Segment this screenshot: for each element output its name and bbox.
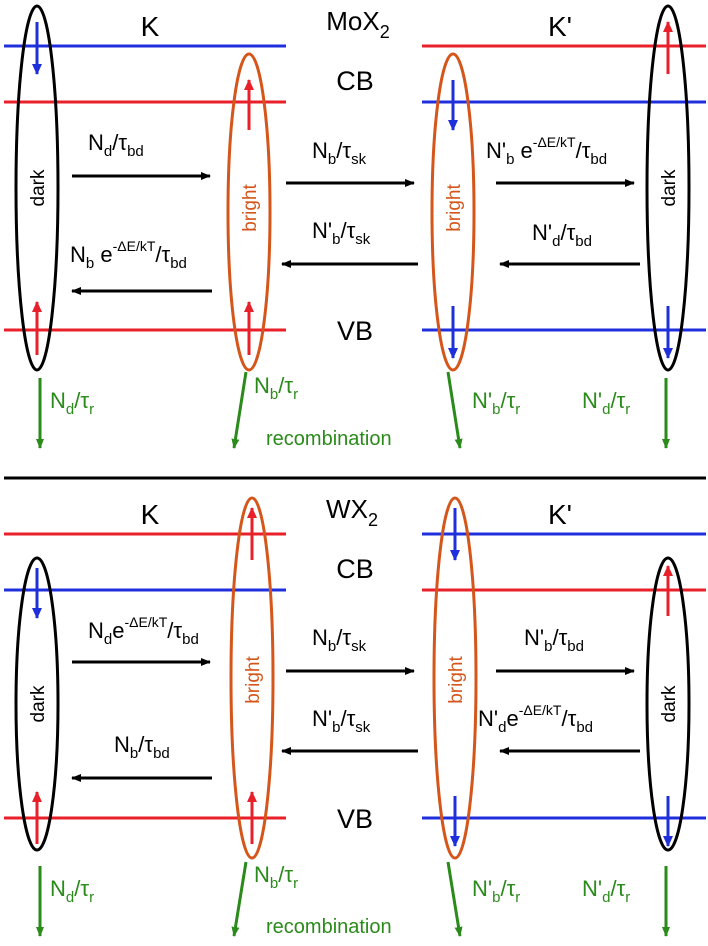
material-label: WX2 <box>326 494 378 530</box>
rate-label-k-to-kp: Nb/τsk <box>312 625 367 655</box>
bright-exciton-k-ellipse <box>229 496 275 860</box>
vb-label: VB <box>337 316 373 346</box>
dark-label: dark <box>28 169 49 206</box>
valley-label-k: K <box>141 11 160 42</box>
bright-label: bright <box>446 656 467 704</box>
rate-label-kp-to-k: N'b/τsk <box>312 218 371 248</box>
panel-mox2: K MoX2 K' CB VB dark bright bright dark … <box>4 4 706 450</box>
dark-exciton-kp-ellipse <box>645 556 691 852</box>
rate-label-k-to-kp: Nb/τsk <box>312 138 367 168</box>
bright-exciton-k-ellipse <box>226 52 272 372</box>
rate-label-kp-to-k: N'b/τsk <box>312 706 371 736</box>
dark-label: dark <box>28 685 49 722</box>
dark-label: dark <box>659 169 680 206</box>
dark-exciton-k-ellipse <box>14 4 60 372</box>
bright-exciton-kp-ellipse <box>432 496 478 860</box>
valley-label-kp: K' <box>548 11 572 42</box>
recombination-rate-label: N'd/τr <box>582 876 630 906</box>
recombination-rate-label: Nb/τr <box>254 862 298 892</box>
bright-exciton-kp-ellipse <box>430 52 476 372</box>
rate-label-bright-to-dark-kp: N'b e-ΔE/kT/τbd <box>486 134 607 168</box>
recombination-arrow <box>231 861 248 937</box>
cb-label: CB <box>336 66 374 96</box>
bright-label: bright <box>444 184 465 232</box>
vb-label: VB <box>337 804 373 834</box>
rate-label-dark-to-bright-kp: N'd/τbd <box>532 220 592 250</box>
recombination-arrow <box>446 371 463 449</box>
panel-wx2: K WX2 K' CB VB dark bright bright dark N… <box>4 494 706 938</box>
recombination-rate-label: Nb/τr <box>254 373 298 403</box>
rate-label-bright-to-dark-kp: N'b/τbd <box>524 625 584 655</box>
bright-label: bright <box>243 656 264 704</box>
valley-label-kp: K' <box>548 499 572 530</box>
rate-label-dark-to-bright-kp: N'de-ΔE/kT/τbd <box>478 702 593 736</box>
cb-label: CB <box>336 554 374 584</box>
rate-label-dark-to-bright-k: Nd/τbd <box>88 130 144 160</box>
dark-exciton-kp-ellipse <box>645 4 691 372</box>
rate-label-bright-to-dark-k: Nb/τbd <box>114 732 170 762</box>
recombination-rate-label: Nd/τr <box>50 876 94 906</box>
recombination-rate-label: N'd/τr <box>582 388 630 418</box>
recombination-rate-label: N'b/τr <box>472 876 520 906</box>
recombination-arrow <box>231 371 248 449</box>
rate-label-bright-to-dark-k: Nb e-ΔE/kT/τbd <box>70 238 187 272</box>
recombination-arrow <box>446 861 463 937</box>
recombination-rate-label: N'b/τr <box>472 388 520 418</box>
recombination-label: recombination <box>266 916 392 938</box>
bright-label: bright <box>240 184 261 232</box>
dark-exciton-k-ellipse <box>14 556 60 852</box>
material-label: MoX2 <box>326 6 389 42</box>
rate-label-dark-to-bright-k: Nde-ΔE/kT/τbd <box>88 614 199 648</box>
valley-label-k: K <box>141 499 160 530</box>
dark-label: dark <box>659 685 680 722</box>
recombination-label: recombination <box>266 428 392 450</box>
recombination-rate-label: Nd/τr <box>50 388 94 418</box>
